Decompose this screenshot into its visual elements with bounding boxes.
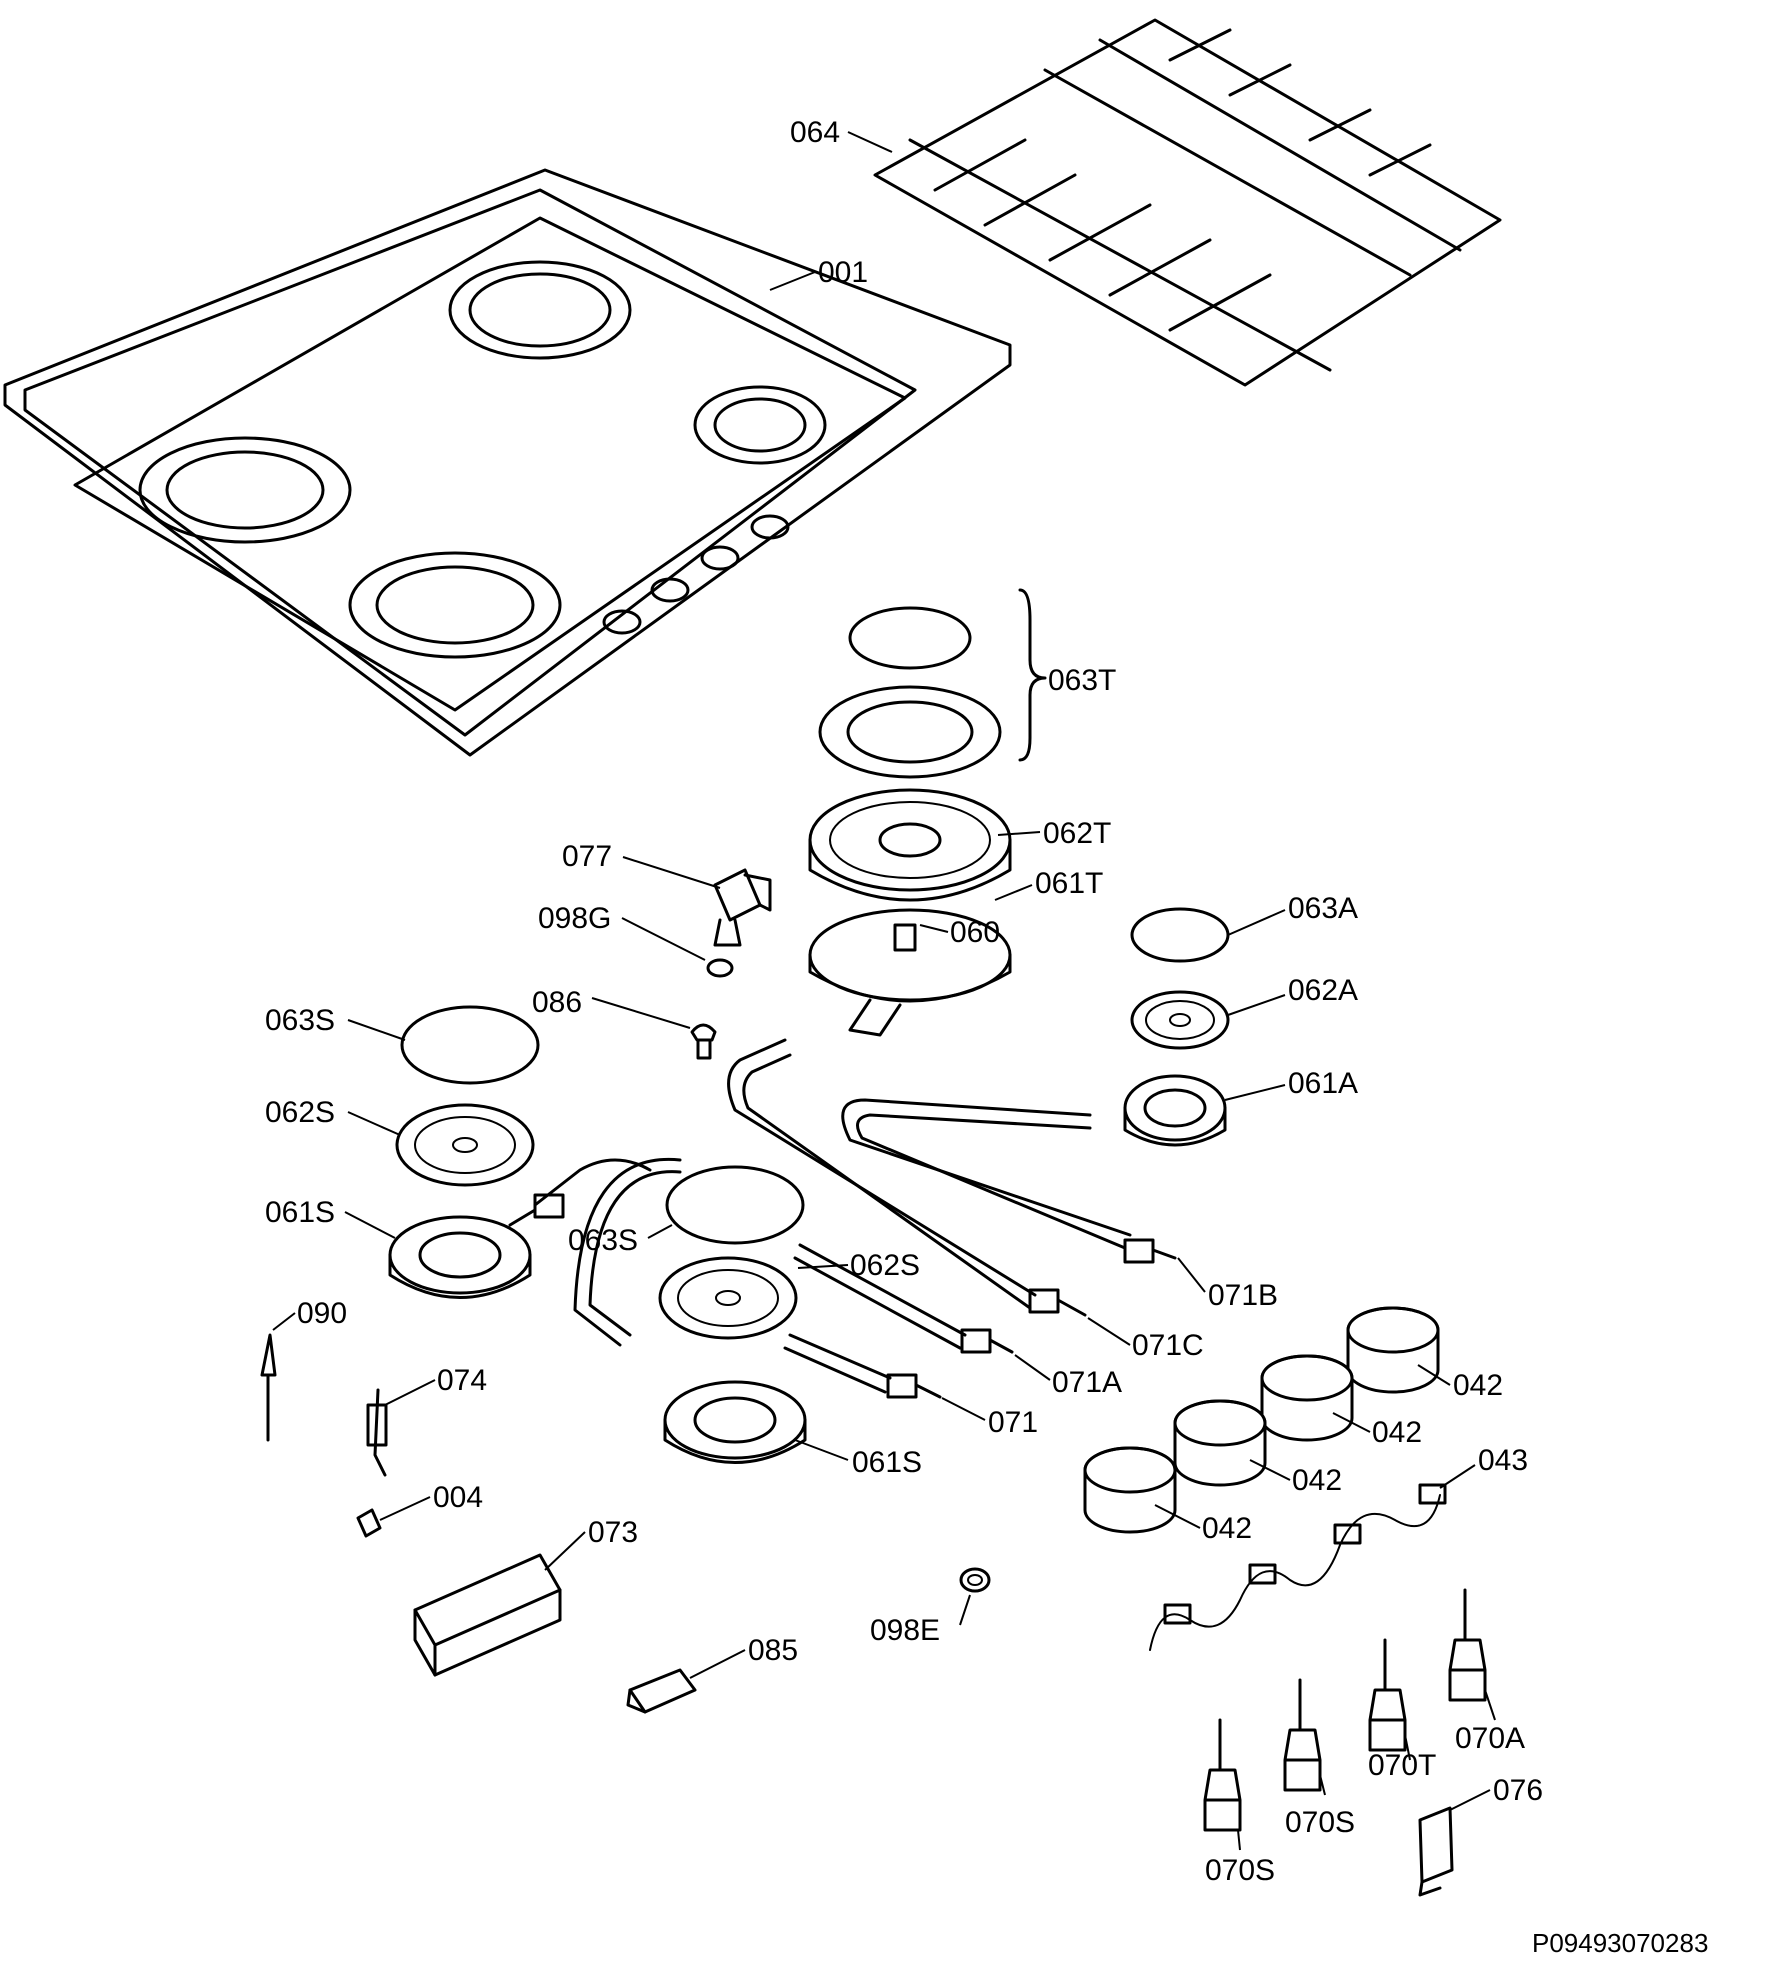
- gas-pipe-071B: [841, 1098, 1177, 1264]
- label-060: 060: [950, 916, 1000, 949]
- gas-valves: [1203, 1588, 1487, 1832]
- diagram-reference-code: P09493070283: [1532, 1928, 1708, 1958]
- label-071: 071: [988, 1406, 1038, 1439]
- thermocouple: [260, 1333, 277, 1442]
- label-086: 086: [532, 986, 582, 1019]
- label-042-c: 042: [1292, 1464, 1342, 1497]
- label-073: 073: [588, 1516, 638, 1549]
- valve-bracket: [1418, 1806, 1454, 1897]
- label-061S-center: 061S: [852, 1446, 922, 1479]
- gasket-small: [706, 958, 734, 978]
- burner-crown-auxiliary: [1130, 990, 1230, 1050]
- label-004: 004: [433, 1481, 483, 1514]
- pan-support-grid: [873, 18, 1502, 387]
- spring-clip: [356, 1508, 382, 1538]
- label-062S-left: 062S: [265, 1096, 335, 1129]
- label-070S-a: 070S: [1205, 1854, 1275, 1887]
- label-062S-center: 062S: [850, 1249, 920, 1282]
- label-076: 076: [1493, 1774, 1543, 1807]
- elbow-connector: [713, 868, 772, 947]
- label-070S-b: 070S: [1285, 1806, 1355, 1839]
- connector-clip: [626, 1668, 697, 1714]
- label-043: 043: [1478, 1444, 1528, 1477]
- callout-labels: 001 064 063T 062T 061T 060 077 098G 086 …: [265, 116, 1543, 1887]
- control-knobs: [1083, 1306, 1440, 1534]
- label-090: 090: [297, 1297, 347, 1330]
- spark-electrode: [366, 1388, 388, 1477]
- label-063A: 063A: [1288, 892, 1358, 925]
- burner-base-auxiliary: [1123, 1074, 1227, 1147]
- burner-cap-large: [818, 588, 1047, 779]
- burner-base-semirapid-center: [663, 1380, 807, 1464]
- burner-crown-semirapid-center: [658, 1256, 798, 1340]
- hob-top-plate: [3, 168, 1012, 757]
- burner-base-semirapid-left: [388, 1215, 532, 1299]
- label-071A: 071A: [1052, 1366, 1122, 1399]
- gasket-098E: [959, 1567, 991, 1593]
- microswitch-harness: [1149, 1483, 1447, 1651]
- burner-cap-semirapid-center: [665, 1165, 805, 1245]
- label-071B: 071B: [1208, 1279, 1278, 1312]
- screw: [690, 1023, 717, 1060]
- label-070T: 070T: [1368, 1749, 1436, 1782]
- label-063T: 063T: [1048, 664, 1116, 697]
- label-064: 064: [790, 116, 840, 149]
- label-042-d: 042: [1202, 1512, 1252, 1545]
- label-001: 001: [818, 256, 868, 289]
- burner-cap-auxiliary: [1130, 907, 1230, 963]
- gas-pipe-071A: [793, 1243, 1014, 1354]
- label-063S-left: 063S: [265, 1004, 335, 1037]
- label-061A: 061A: [1288, 1067, 1358, 1100]
- label-085: 085: [748, 1634, 798, 1667]
- ignition-generator: [413, 1553, 562, 1677]
- label-070A: 070A: [1455, 1722, 1525, 1755]
- label-061T: 061T: [1035, 867, 1103, 900]
- gas-pipe-left: [508, 1158, 652, 1227]
- label-098G: 098G: [538, 902, 611, 935]
- gas-pipe-071: [573, 1157, 942, 1399]
- label-074: 074: [437, 1364, 487, 1397]
- burner-crown-semirapid-left: [395, 1103, 535, 1187]
- label-071C: 071C: [1132, 1329, 1204, 1362]
- label-062T: 062T: [1043, 817, 1111, 850]
- label-063S-center: 063S: [568, 1224, 638, 1257]
- label-062A: 062A: [1288, 974, 1358, 1007]
- burner-crown-large: [808, 788, 1012, 902]
- label-061S-left: 061S: [265, 1196, 335, 1229]
- label-098E: 098E: [870, 1614, 940, 1647]
- label-042-b: 042: [1372, 1416, 1422, 1449]
- burner-base-large: [808, 908, 1012, 1037]
- label-042-a: 042: [1453, 1369, 1503, 1402]
- gas-pipe-071C: [727, 1038, 1087, 1317]
- label-077: 077: [562, 840, 612, 873]
- burner-cap-semirapid-left: [400, 1005, 540, 1085]
- leader-lines: [272, 131, 1496, 1851]
